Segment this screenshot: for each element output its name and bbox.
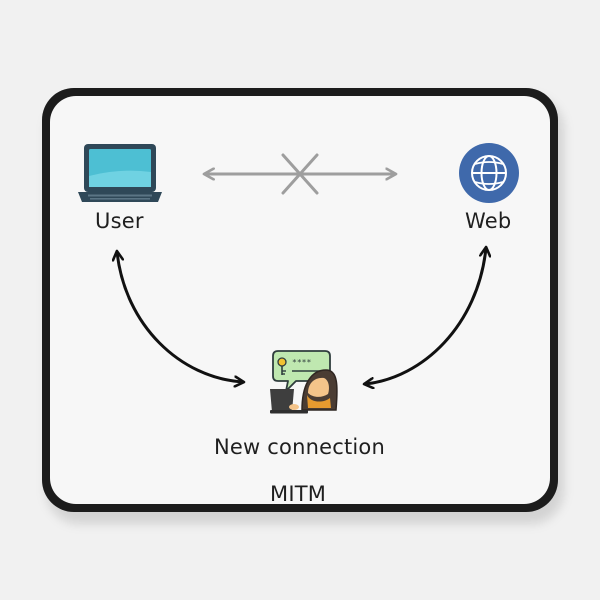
svg-text:****: **** [292, 358, 311, 367]
laptop-icon [78, 144, 162, 202]
web-label: Web [465, 209, 512, 233]
new-connection-label: New connection [214, 435, 385, 459]
hacker-icon: **** [270, 350, 338, 414]
mitm-caption: MITM [270, 482, 327, 506]
blocked-connection [205, 153, 395, 195]
globe-icon [459, 143, 519, 203]
web-attacker-arrow [365, 248, 486, 384]
user-attacker-arrow [117, 252, 243, 382]
user-label: User [95, 209, 144, 233]
